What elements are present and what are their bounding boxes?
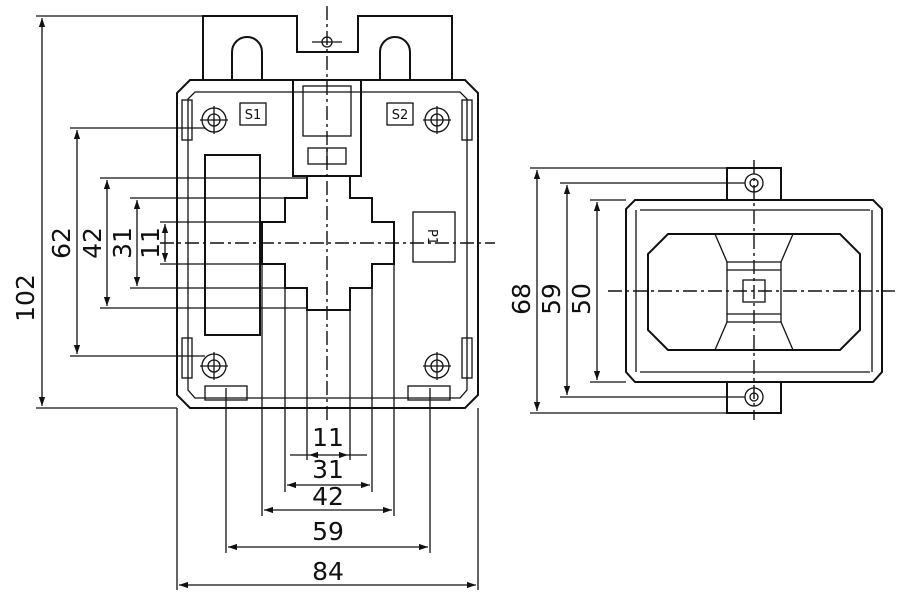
screw-terminal-top-left xyxy=(200,106,228,134)
side-vertical-dimensions: 68 59 50 xyxy=(507,167,745,414)
side-inner-shape xyxy=(647,233,861,351)
s1-label: S1 xyxy=(245,108,262,123)
dim-59-horizontal: 59 xyxy=(312,517,344,546)
dim-11-vertical: 11 xyxy=(136,227,165,259)
dim-59-side: 59 xyxy=(537,283,566,315)
dim-11-horizontal: 11 xyxy=(312,423,344,452)
dim-102: 102 xyxy=(11,274,40,322)
side-body xyxy=(625,199,883,383)
screw-terminal-bottom-right xyxy=(423,352,451,380)
dim-42-vertical: 42 xyxy=(78,227,107,259)
screw-terminal-top-right xyxy=(423,106,451,134)
dim-68: 68 xyxy=(507,283,536,315)
dim-50: 50 xyxy=(567,283,596,315)
front-vertical-dimensions: 102 62 42 31 11 xyxy=(11,15,307,409)
p1-terminal: P1 xyxy=(412,211,456,263)
dim-62: 62 xyxy=(47,227,76,259)
dim-42-horizontal: 42 xyxy=(312,482,344,511)
dim-84: 84 xyxy=(312,557,344,586)
dim-31-vertical: 31 xyxy=(108,227,137,259)
p1-label: P1 xyxy=(424,229,439,245)
screw-terminal-bottom-left xyxy=(200,352,228,380)
left-window xyxy=(204,154,261,336)
dim-31-horizontal: 31 xyxy=(312,455,344,484)
front-view: P1 S1 S2 xyxy=(160,6,495,420)
side-view xyxy=(608,160,895,420)
front-horizontal-dimensions: 11 31 42 59 84 xyxy=(176,264,479,590)
s2-label: S2 xyxy=(392,108,409,123)
